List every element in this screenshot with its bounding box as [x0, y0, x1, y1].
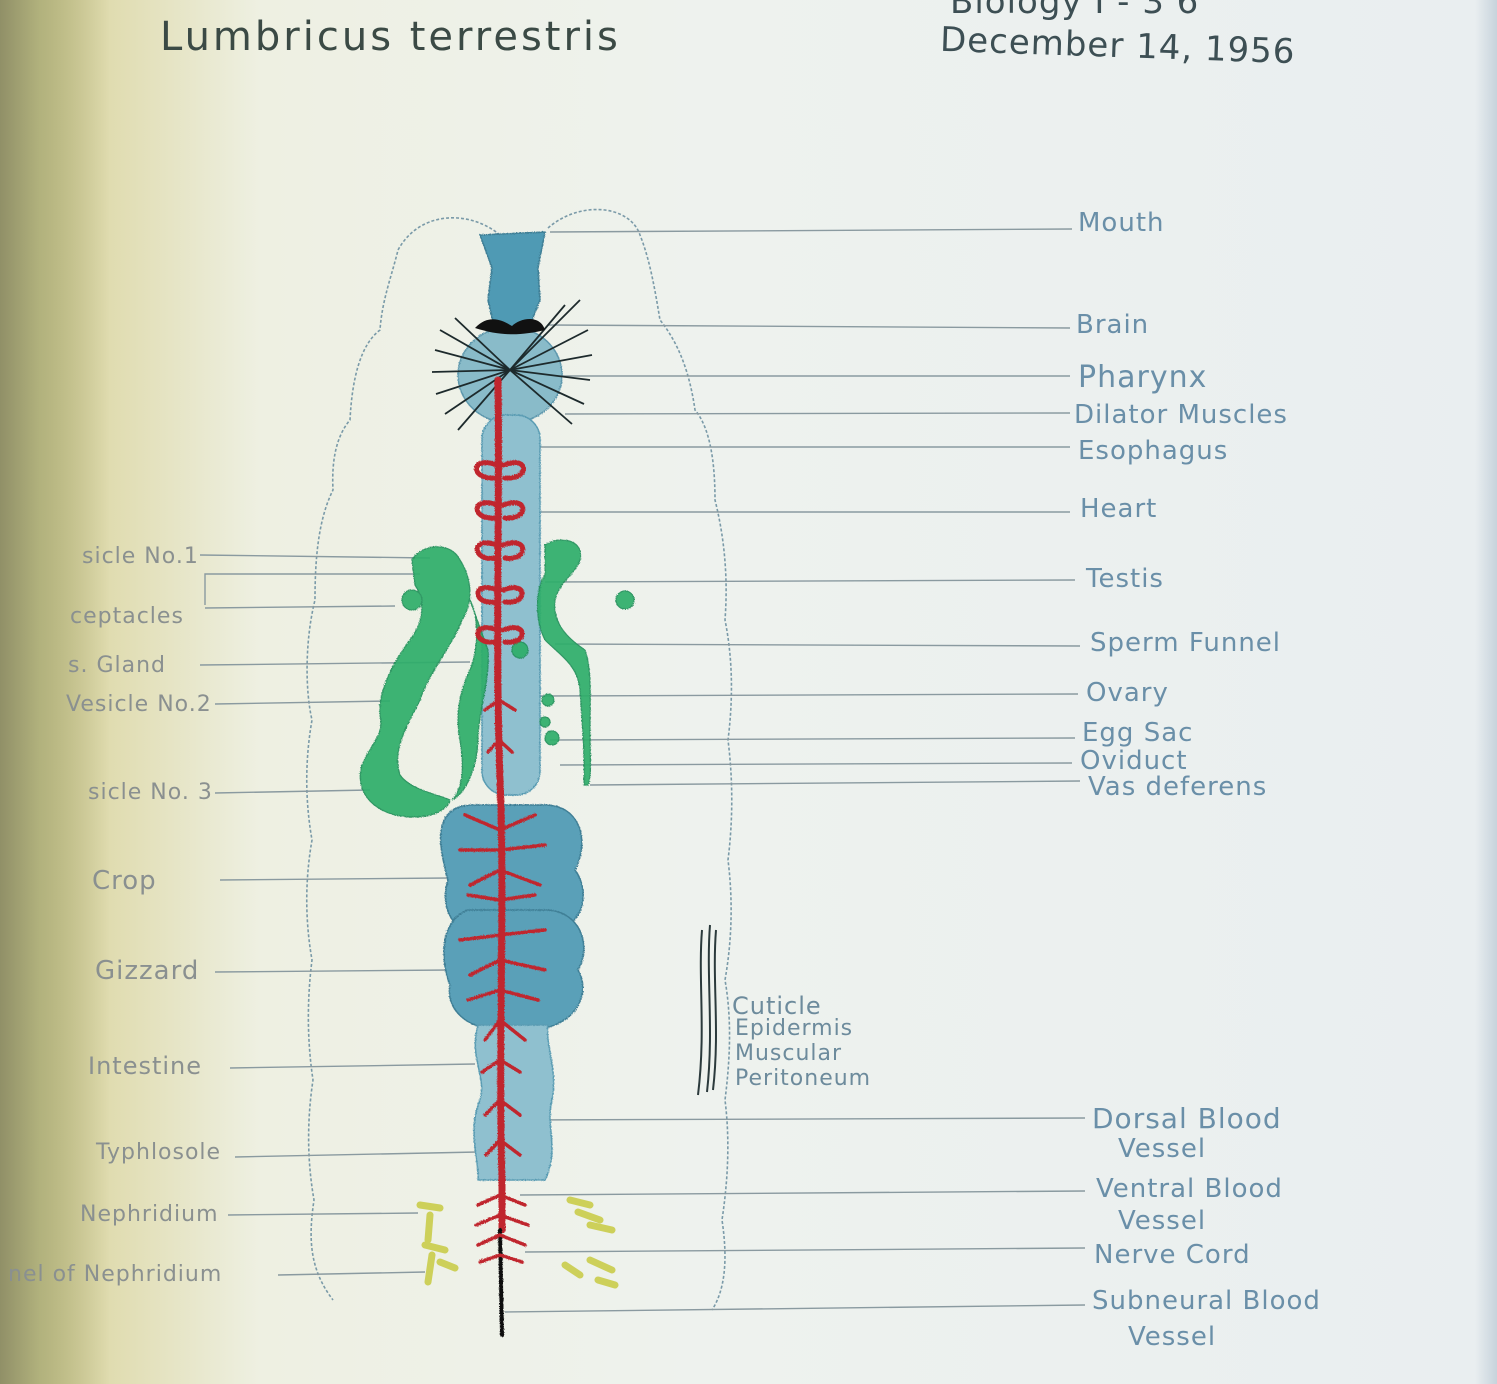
- leader-nephridium: [227, 1212, 419, 1216]
- label-gizzard: Gizzard: [95, 956, 200, 986]
- label-muscular: Muscular: [735, 1041, 843, 1066]
- leader-vesicle-2: [214, 700, 391, 705]
- leader-egg-sac: [549, 737, 1076, 741]
- leader-receptacles-2: [204, 605, 396, 609]
- leader-vesicle-3: [214, 789, 371, 794]
- label-seminal-vesicle-1: sicle No.1: [82, 544, 199, 569]
- body-outline-left: [305, 217, 501, 1301]
- seminal-vesicles: [359, 539, 635, 818]
- notebook-binding-shadow: [0, 0, 110, 1384]
- label-egg-sac: Egg Sac: [1082, 718, 1194, 748]
- seminal-vesicle-left-inner: [451, 599, 489, 801]
- label-sperm-funnel: Sperm Funnel: [1090, 628, 1282, 658]
- body-outline-right: [547, 208, 733, 1311]
- nephridia: [416, 1196, 619, 1289]
- drawing-title: Lumbricus terrestris: [160, 14, 621, 60]
- leader-intestine: [229, 1063, 476, 1069]
- label-funnel-of-nephridium: nel of Nephridium: [8, 1262, 223, 1287]
- vessel-branches: [458, 698, 547, 1264]
- label-dorsal-blood: Dorsal Blood: [1092, 1102, 1282, 1135]
- label-crop: Crop: [92, 866, 157, 896]
- label-heart: Heart: [1080, 494, 1158, 524]
- seminal-vesicle-right: [536, 539, 592, 786]
- label-intestine: Intestine: [88, 1052, 203, 1080]
- leader-oviduct: [559, 762, 1073, 766]
- label-calciferous-gland: s. Gland: [68, 653, 166, 678]
- leader-sperm-funnel: [554, 643, 1081, 647]
- label-seminal-vesicle-2: Vesicle No.2: [66, 692, 212, 717]
- leader-receptacles: [204, 573, 420, 605]
- course-name: Biology I - 3 6: [950, 0, 1200, 22]
- body-outline: [305, 208, 733, 1311]
- label-mouth: Mouth: [1078, 208, 1165, 238]
- leader-dorsal-vessel: [519, 1117, 1086, 1121]
- label-vas-deferens: Vas deferens: [1088, 772, 1268, 802]
- nephridium-right: [561, 1196, 619, 1289]
- leader-funnel-nephridium: [277, 1271, 426, 1276]
- leader-gizzard: [214, 969, 451, 973]
- label-testis: Testis: [1086, 564, 1164, 594]
- leader-crop: [219, 877, 451, 881]
- leader-ovary: [539, 693, 1079, 697]
- brain-shape: [475, 319, 545, 335]
- gizzard-shape: [443, 909, 585, 1029]
- dorsal-blood-vessel: [458, 376, 547, 1337]
- mouth-shape: [478, 231, 546, 331]
- label-pharynx: Pharynx: [1078, 360, 1208, 395]
- label-oviduct: Oviduct: [1080, 746, 1188, 776]
- intestine-shape: [473, 1024, 555, 1181]
- main-vessel: [494, 376, 506, 1234]
- label-ventral-vessel: Vessel: [1118, 1206, 1207, 1236]
- body-wall-section: [697, 924, 717, 1096]
- label-brain: Brain: [1076, 310, 1150, 340]
- leader-subneural-vessel: [504, 1304, 1086, 1313]
- label-seminal-receptacles: ceptacles: [70, 604, 184, 629]
- page-edge: [1475, 0, 1497, 1384]
- label-nephridium: Nephridium: [80, 1202, 219, 1227]
- label-typhlosole: Typhlosole: [96, 1140, 222, 1165]
- hearts: [474, 460, 526, 645]
- nephridium-left: [416, 1201, 459, 1286]
- label-ventral-blood: Ventral Blood: [1096, 1174, 1283, 1204]
- label-epidermis: Epidermis: [735, 1016, 854, 1041]
- leader-ventral-vessel: [519, 1190, 1086, 1196]
- label-peritoneum: Peritoneum: [735, 1066, 872, 1091]
- label-subneural-vessel: Vessel: [1128, 1322, 1217, 1352]
- label-dorsal-vessel: Vessel: [1118, 1134, 1207, 1164]
- leader-brain: [547, 324, 1071, 329]
- label-esophagus: Esophagus: [1078, 436, 1229, 466]
- seminal-vesicle-left: [359, 546, 471, 818]
- leader-dilator-muscles: [564, 412, 1071, 415]
- leader-mouth: [549, 228, 1073, 233]
- label-dilator-muscles: Dilator Muscles: [1074, 400, 1288, 430]
- label-ovary: Ovary: [1086, 678, 1169, 708]
- leader-lines-right: [504, 228, 1086, 1313]
- label-subneural-blood: Subneural Blood: [1092, 1286, 1321, 1316]
- leader-vesicle-1: [199, 554, 431, 559]
- label-cuticle: Cuticle: [732, 992, 822, 1020]
- nerve-cord: [498, 1228, 504, 1337]
- esophagus-shape: [481, 414, 541, 796]
- leader-typhlosole: [234, 1151, 479, 1158]
- leader-testis: [544, 579, 1076, 583]
- label-seminal-vesicle-3: sicle No. 3: [88, 780, 213, 805]
- leader-nerve-cord: [524, 1247, 1086, 1253]
- leader-vas-deferens: [589, 780, 1081, 786]
- label-nerve-cord: Nerve Cord: [1094, 1240, 1251, 1270]
